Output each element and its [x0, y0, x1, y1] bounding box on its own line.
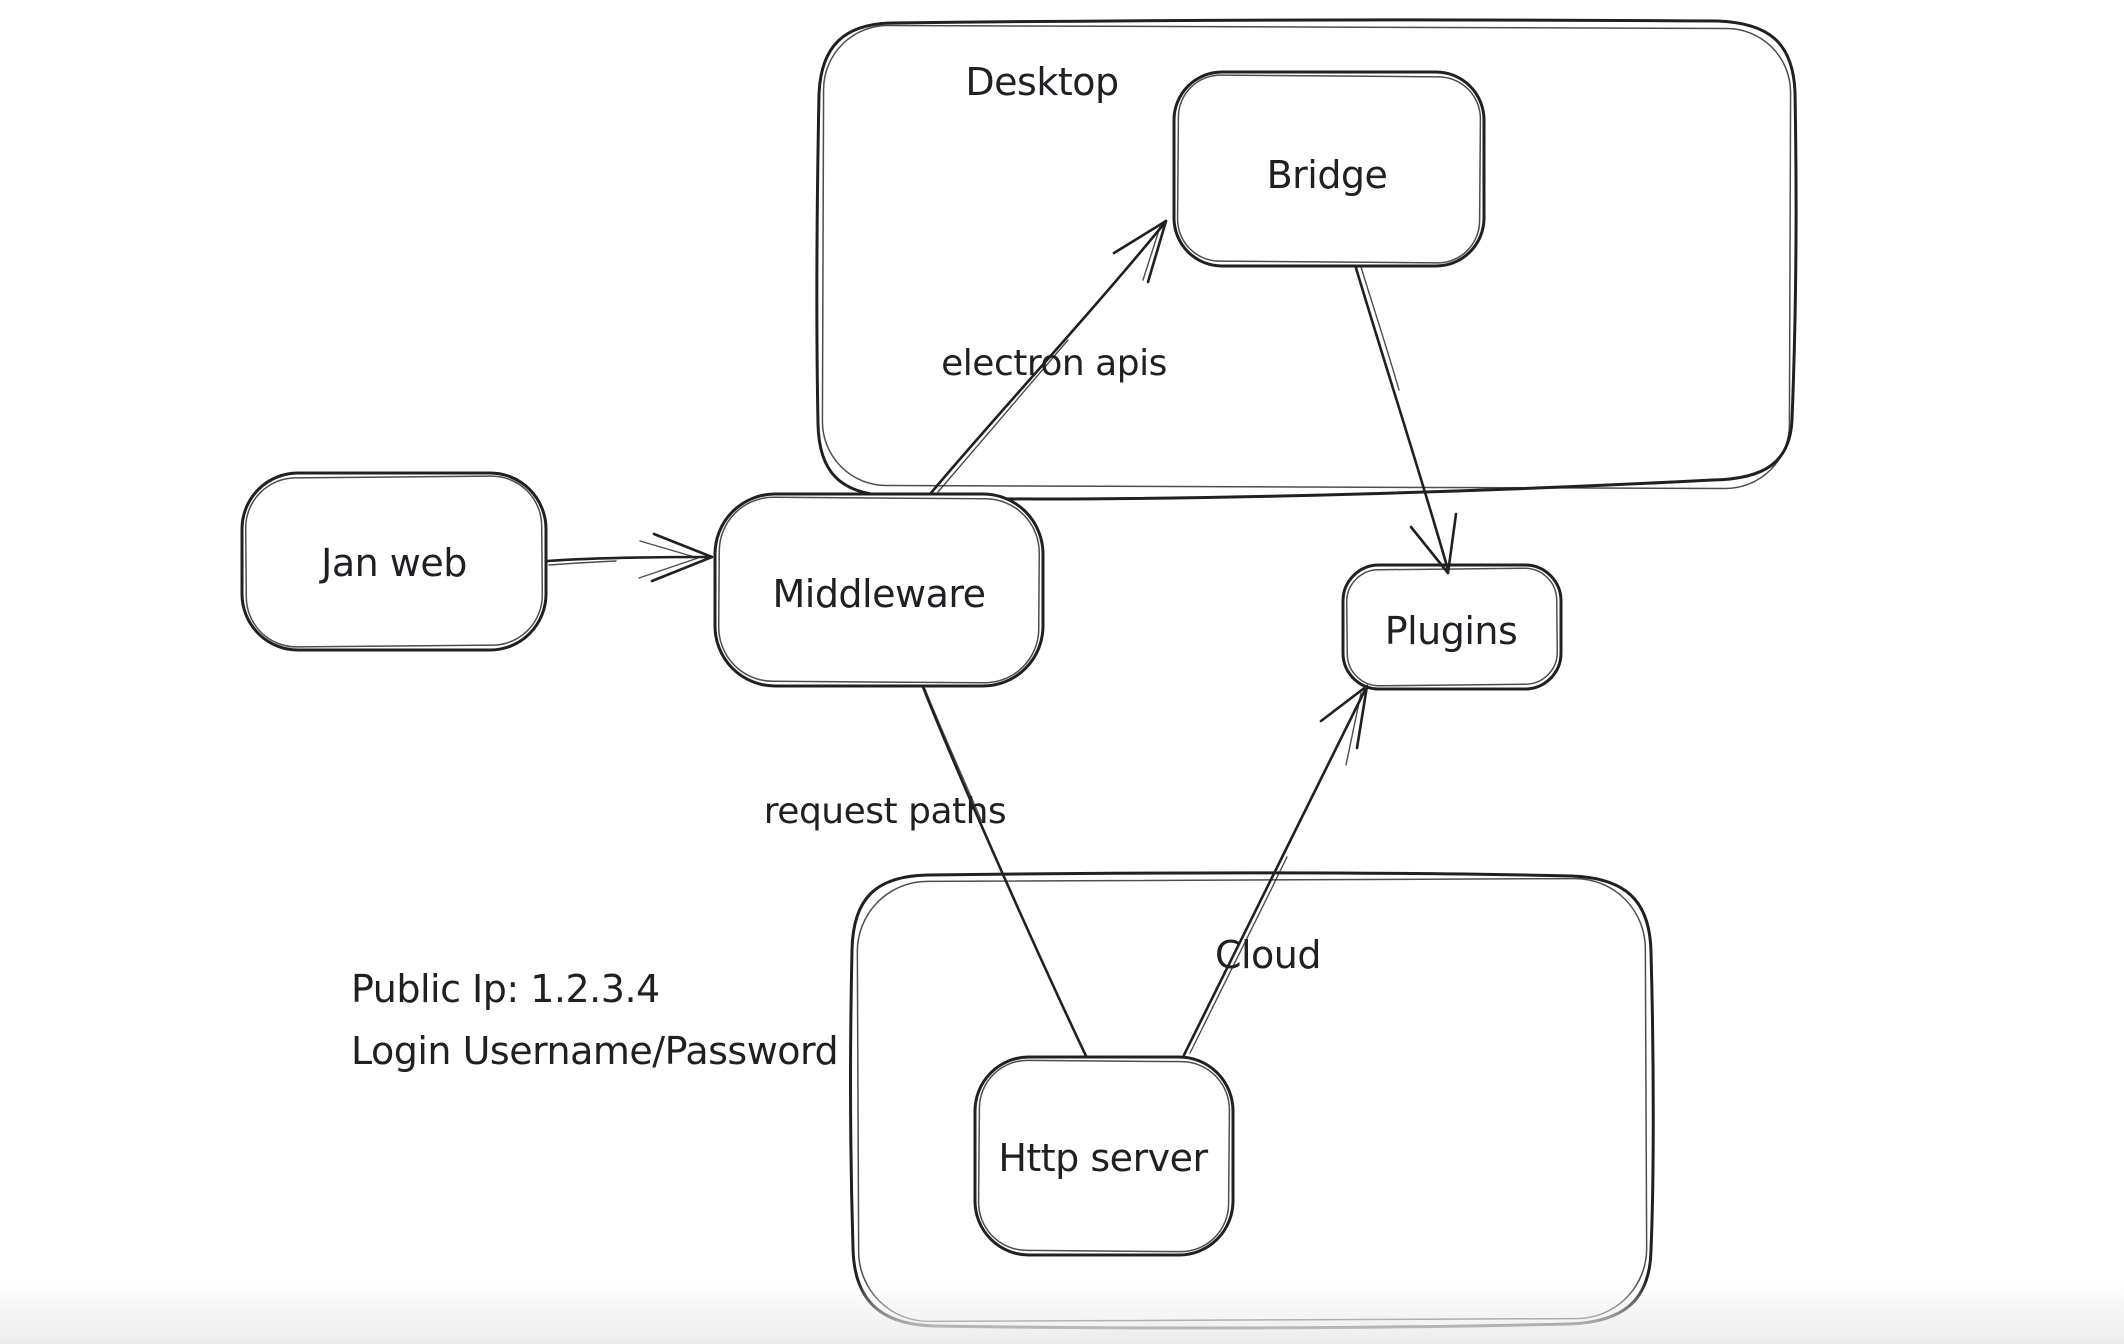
arrowhead-up-icon[interactable] — [1355, 684, 1369, 750]
arrowhead-up-right-icon[interactable] — [1146, 219, 1168, 284]
edge-line[interactable] — [929, 223, 1165, 495]
edge-http-server-to-plugins[interactable] — [1182, 684, 1369, 1057]
container-desktop-label: Desktop — [965, 60, 1118, 104]
arrowhead-up-right-icon[interactable] — [1112, 219, 1168, 255]
node-plugins[interactable]: Plugins — [1341, 563, 1563, 691]
node-middleware-label: Middleware — [772, 572, 985, 616]
edge-line-overdraw[interactable] — [1189, 856, 1288, 1054]
annotation-login-credentials: Login Username/Password — [351, 1029, 838, 1073]
annotation-public-ip: Public Ip: 1.2.3.4 — [351, 967, 660, 1011]
node-bridge-label: Bridge — [1267, 153, 1388, 197]
node-http-server-label: Http server — [998, 1136, 1208, 1180]
edge-line-overdraw[interactable] — [937, 339, 1069, 493]
edge-line-overdraw[interactable] — [1360, 266, 1400, 391]
desktop-outline[interactable] — [815, 18, 1798, 501]
jan-web-shape-overdraw[interactable] — [244, 475, 544, 648]
arrowhead-right-icon[interactable] — [650, 532, 714, 583]
node-jan-web[interactable]: Jan web — [240, 471, 548, 652]
edge-line-overdraw[interactable] — [548, 560, 617, 566]
edge-line-overdraw[interactable] — [924, 688, 983, 823]
plugins-shape[interactable] — [1341, 563, 1563, 691]
node-bridge[interactable]: Bridge — [1172, 70, 1486, 268]
desktop-outline-overdraw[interactable] — [821, 24, 1792, 490]
arrowhead-overdraw[interactable] — [1345, 692, 1362, 766]
annotation-block[interactable]: Public Ip: 1.2.3.4 Login Username/Passwo… — [351, 967, 839, 1073]
edge-line[interactable] — [545, 555, 709, 563]
edge-jan-web-to-middleware[interactable] — [545, 532, 714, 583]
arrowhead-down-icon[interactable] — [1446, 512, 1458, 575]
edge-line[interactable] — [1182, 686, 1368, 1057]
middleware-shape-overdraw[interactable] — [717, 496, 1041, 684]
container-desktop[interactable]: Desktop — [815, 18, 1798, 501]
bridge-shape[interactable] — [1172, 70, 1486, 268]
node-middleware[interactable]: Middleware — [713, 492, 1045, 688]
container-cloud[interactable]: Cloud — [849, 871, 1655, 1330]
edge-middleware-to-http-server[interactable]: request paths — [764, 685, 1088, 1058]
edge-label-electron-apis: electron apis — [941, 343, 1167, 384]
bridge-shape-overdraw[interactable] — [1176, 74, 1482, 264]
edge-line[interactable] — [1354, 266, 1450, 572]
arrowhead-down-icon[interactable] — [1409, 525, 1450, 575]
middleware-shape[interactable] — [713, 492, 1045, 688]
http-server-shape[interactable] — [973, 1055, 1235, 1257]
http-server-shape-overdraw[interactable] — [977, 1059, 1231, 1253]
edge-middleware-to-bridge[interactable]: electron apis — [929, 219, 1168, 495]
edge-bridge-to-plugins[interactable] — [1354, 266, 1458, 575]
arrowhead-overdraw[interactable] — [1142, 226, 1161, 281]
arrowhead-overdraw[interactable] — [638, 540, 699, 579]
plugins-shape-overdraw[interactable] — [1345, 567, 1559, 687]
arrowhead-up-icon[interactable] — [1319, 684, 1369, 723]
edge-label-request-paths: request paths — [764, 791, 1006, 832]
node-jan-web-label: Jan web — [319, 541, 467, 585]
edge-line[interactable] — [921, 685, 1088, 1058]
node-http-server[interactable]: Http server — [973, 1055, 1235, 1257]
node-plugins-label: Plugins — [1385, 609, 1518, 653]
